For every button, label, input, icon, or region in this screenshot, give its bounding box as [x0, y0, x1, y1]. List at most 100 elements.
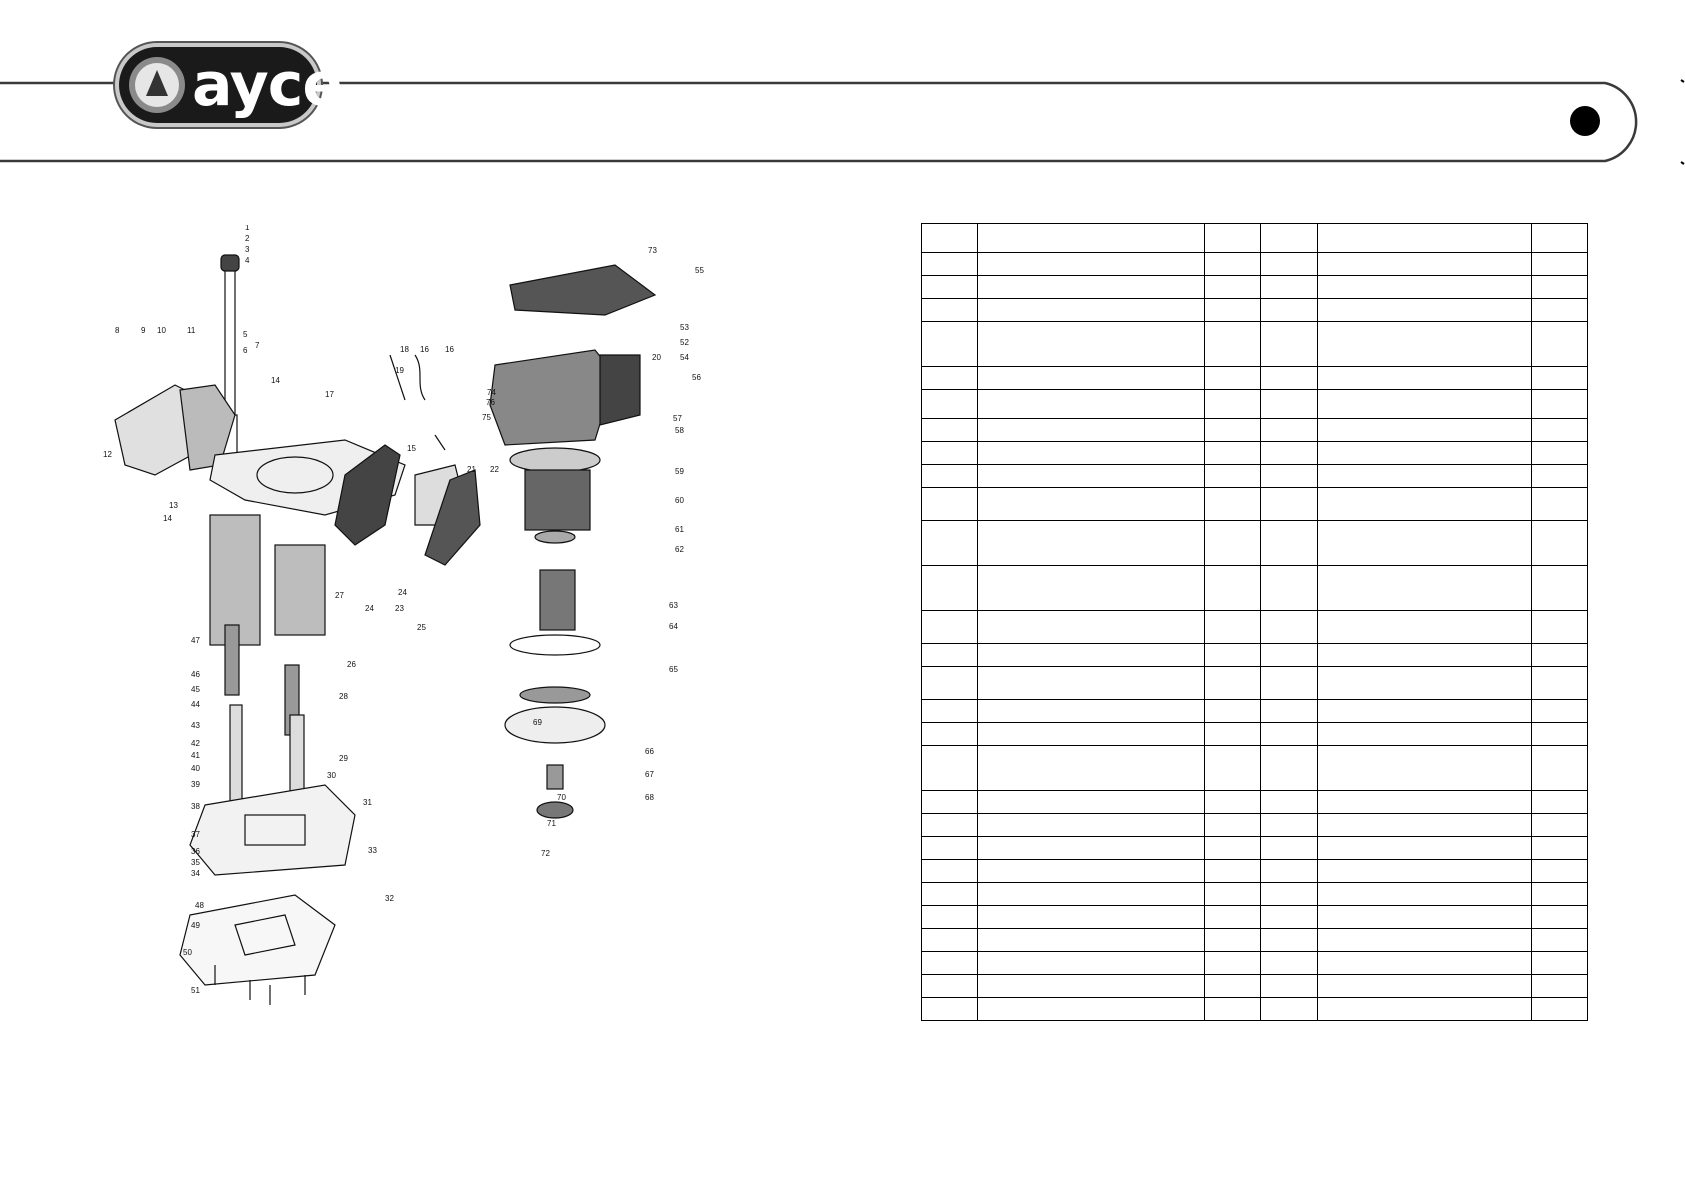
callout-59: 59 — [675, 467, 684, 476]
table-cell — [921, 859, 978, 883]
table-cell — [1260, 951, 1318, 975]
callout-25: 25 — [417, 623, 426, 632]
callout-37: 37 — [191, 830, 200, 839]
table-row — [921, 997, 1588, 1021]
table-cell — [977, 418, 1205, 442]
table-cell — [977, 666, 1205, 700]
table-cell — [977, 928, 1205, 952]
table-cell — [1531, 790, 1588, 814]
table-cell — [921, 722, 978, 746]
callout-53: 53 — [680, 323, 689, 332]
table-cell — [1531, 321, 1588, 367]
callout-68: 68 — [645, 793, 654, 802]
table-cell — [977, 223, 1205, 253]
table-cell — [1260, 745, 1318, 791]
table-row — [921, 610, 1588, 644]
table-cell — [1260, 997, 1318, 1021]
callout-40: 40 — [191, 764, 200, 773]
table-cell — [1531, 666, 1588, 700]
table-cell — [1317, 366, 1532, 390]
callout-1: 1 — [245, 225, 250, 232]
table-cell — [921, 366, 978, 390]
table-row — [921, 666, 1588, 700]
table-cell — [1531, 836, 1588, 860]
table-cell — [977, 790, 1205, 814]
table-cell — [1260, 699, 1318, 723]
table-cell — [1204, 643, 1261, 667]
table-cell — [1531, 951, 1588, 975]
table-cell — [1204, 366, 1261, 390]
callout-17: 17 — [325, 390, 334, 399]
table-row — [921, 905, 1588, 929]
table-cell — [1204, 520, 1261, 566]
table-cell — [1204, 997, 1261, 1021]
table-row — [921, 223, 1588, 253]
table-cell — [1531, 223, 1588, 253]
table-cell — [1531, 298, 1588, 322]
table-row — [921, 745, 1588, 791]
table-cell — [921, 520, 978, 566]
table-cell — [1204, 275, 1261, 299]
table-cell — [1317, 223, 1532, 253]
table-cell — [1204, 790, 1261, 814]
triangle-emblem-icon — [146, 70, 168, 96]
table-cell — [1531, 859, 1588, 883]
callout-13: 13 — [169, 501, 178, 510]
table-cell — [1204, 836, 1261, 860]
callout-3: 3 — [245, 245, 250, 254]
table-cell — [921, 321, 978, 367]
table-cell — [1260, 275, 1318, 299]
table-cell — [1317, 722, 1532, 746]
callout-11: 11 — [187, 326, 196, 335]
table-cell — [1531, 905, 1588, 929]
table-cell — [1531, 928, 1588, 952]
callout-26: 26 — [347, 660, 356, 669]
callout-7: 7 — [255, 341, 260, 350]
table-cell — [1204, 252, 1261, 276]
table-cell — [1260, 321, 1318, 367]
table-cell — [1317, 974, 1532, 998]
callout-42: 42 — [191, 739, 200, 748]
callout-43: 43 — [191, 721, 200, 730]
table-cell — [1260, 520, 1318, 566]
table-cell — [1260, 565, 1318, 611]
table-cell — [977, 974, 1205, 998]
table-cell — [1204, 928, 1261, 952]
table-cell — [1317, 882, 1532, 906]
callout-2: 2 — [245, 234, 250, 243]
table-cell — [1317, 836, 1532, 860]
table-cell — [1204, 951, 1261, 975]
callout-50: 50 — [183, 948, 192, 957]
table-cell — [921, 997, 978, 1021]
table-cell — [1317, 997, 1532, 1021]
table-cell — [1204, 745, 1261, 791]
edge-tick-bottom — [1680, 161, 1685, 165]
table-cell — [1260, 441, 1318, 465]
table-cell — [921, 836, 978, 860]
table-cell — [1260, 882, 1318, 906]
table-cell — [1260, 790, 1318, 814]
table-cell — [1531, 643, 1588, 667]
callout-54: 54 — [680, 353, 689, 362]
table-cell — [921, 565, 978, 611]
table-cell — [1531, 275, 1588, 299]
table-cell — [921, 813, 978, 837]
table-cell — [1204, 418, 1261, 442]
table-cell — [921, 464, 978, 488]
table-cell — [1204, 813, 1261, 837]
callout-4: 4 — [245, 256, 250, 265]
callout-60: 60 — [675, 496, 684, 505]
table-row — [921, 252, 1588, 276]
page-marker-dot — [1570, 106, 1600, 136]
table-cell — [977, 389, 1205, 419]
table-row — [921, 813, 1588, 837]
callout-62: 62 — [675, 545, 684, 554]
table-row — [921, 790, 1588, 814]
table-row — [921, 882, 1588, 906]
table-row — [921, 275, 1588, 299]
callout-71: 71 — [547, 819, 556, 828]
callout-32: 32 — [385, 894, 394, 903]
callout-58: 58 — [675, 426, 684, 435]
table-cell — [977, 643, 1205, 667]
table-cell — [1531, 520, 1588, 566]
